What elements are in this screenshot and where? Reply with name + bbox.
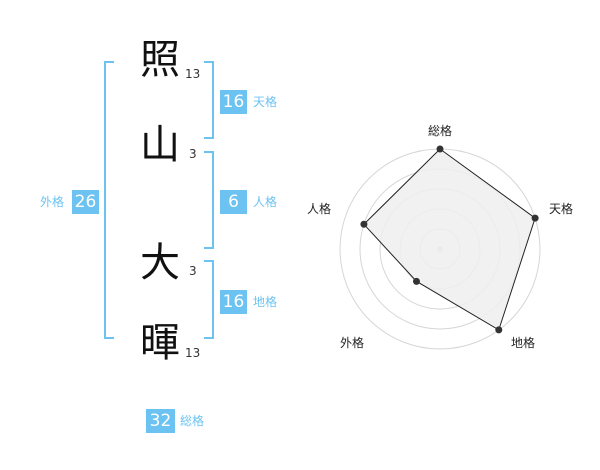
radar-point-1	[436, 145, 444, 153]
stroke-count-4: 13	[185, 346, 201, 360]
radar-point-5	[360, 220, 368, 228]
gaikaku-bracket	[104, 61, 114, 339]
chikaku-bracket	[204, 260, 214, 339]
jinkaku-label: 人格	[253, 195, 278, 209]
radar-points	[360, 145, 539, 334]
chikaku-value: 16	[220, 290, 247, 314]
name-char-3: 大	[140, 240, 180, 286]
chikaku-label: 地格	[253, 295, 278, 309]
radar-label-chikaku: 地格	[511, 336, 536, 350]
radar-label-jinkaku: 人格	[307, 202, 332, 216]
jinkaku-value: 6	[220, 190, 247, 214]
stroke-count-2: 3	[189, 147, 197, 161]
name-char-1: 照	[140, 37, 180, 83]
jinkaku-bracket	[204, 151, 214, 249]
radar-point-4	[412, 277, 420, 285]
stroke-count-1: 13	[185, 67, 201, 81]
name-char-2: 山	[140, 122, 180, 168]
radar-label-gaikaku: 外格	[340, 336, 365, 350]
radar-label-soukaku: 総格	[428, 124, 453, 138]
radar-label-tenkaku: 天格	[549, 202, 574, 216]
radar-point-3	[495, 326, 503, 334]
radar-point-2	[531, 214, 539, 222]
tenkaku-label: 天格	[253, 95, 278, 109]
soukaku-value: 32	[146, 409, 175, 433]
tenkaku-value: 16	[220, 90, 247, 114]
tenkaku-bracket	[204, 61, 214, 139]
name-char-4: 暉	[140, 320, 180, 366]
gaikaku-label: 外格	[40, 195, 65, 209]
stroke-count-3: 3	[189, 264, 197, 278]
gaikaku-value: 26	[72, 190, 99, 214]
radar-polygon	[363, 148, 536, 331]
radar-area	[363, 148, 536, 331]
soukaku-label: 総格	[180, 414, 205, 428]
